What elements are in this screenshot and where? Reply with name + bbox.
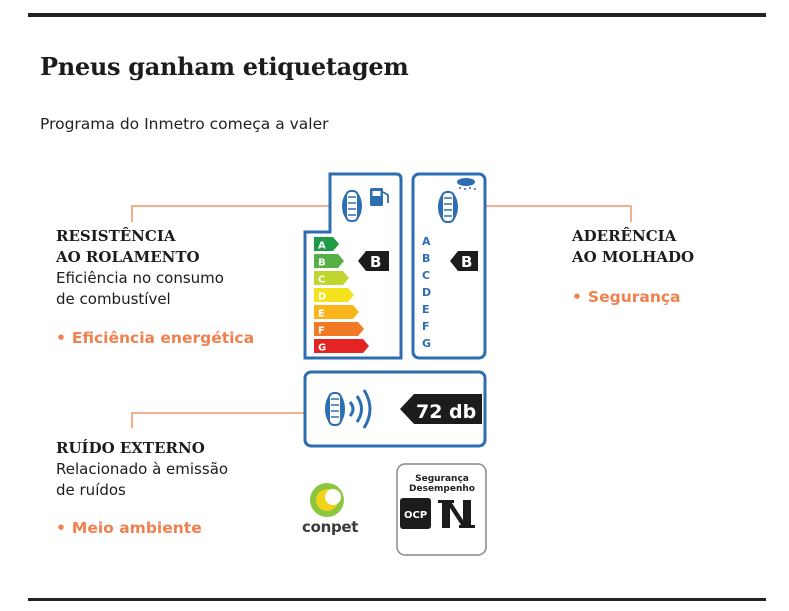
wet-grip-block: ADERÊNCIA AO MOLHADO bbox=[572, 226, 694, 268]
svg-text:A: A bbox=[318, 241, 326, 252]
wet-grade-f: F bbox=[422, 320, 430, 333]
svg-text:C: C bbox=[318, 275, 325, 286]
wet-rating-marker: B bbox=[450, 251, 478, 271]
inmetro-seal bbox=[396, 463, 487, 556]
wet-grade-letters: A B C D E F G bbox=[422, 235, 431, 350]
rolling-grade-b: B bbox=[314, 254, 344, 269]
conpet-wordmark: conpet bbox=[302, 518, 359, 536]
wet-heading-line-1: ADERÊNCIA bbox=[572, 227, 677, 245]
seal-line-2: Desempenho bbox=[409, 484, 475, 494]
connector-lines bbox=[131, 205, 632, 428]
wet-tire-icon bbox=[438, 191, 458, 223]
wet-grade-c: C bbox=[422, 269, 430, 282]
seal-caption: Segurança Desempenho bbox=[398, 474, 486, 494]
noise-block: RUÍDO EXTERNO Relacionado à emissão de r… bbox=[56, 438, 228, 501]
rolling-resistance-block: RESISTÊNCIA AO ROLAMENTO Eficiência no c… bbox=[56, 226, 224, 310]
noise-tire-icon bbox=[325, 392, 345, 426]
wet-tag-label: Segurança bbox=[587, 288, 681, 306]
wet-heading-line-2: AO MOLHADO bbox=[572, 248, 695, 266]
svg-text:G: G bbox=[318, 343, 326, 354]
inmetro-logo-icon bbox=[438, 500, 475, 528]
rolling-grade-e: E bbox=[314, 305, 359, 320]
rolling-heading-line-2: AO ROLAMENTO bbox=[56, 248, 200, 266]
rolling-grade-bars: A B C D E F G bbox=[314, 237, 369, 354]
wet-tag: •Segurança bbox=[572, 288, 681, 306]
seal-line-1: Segurança bbox=[415, 474, 469, 484]
wet-rating-text: B bbox=[461, 253, 472, 271]
wet-grade-d: D bbox=[422, 286, 431, 299]
noise-tag: •Meio ambiente bbox=[56, 519, 202, 537]
svg-text:F: F bbox=[318, 326, 325, 337]
connector-wet bbox=[473, 205, 632, 222]
wet-grade-e: E bbox=[422, 303, 430, 316]
rolling-rating-text: B bbox=[370, 253, 381, 271]
noise-value-text: 72 db bbox=[416, 401, 476, 423]
top-rule bbox=[28, 13, 766, 17]
svg-text:E: E bbox=[318, 309, 325, 320]
page-title: Pneus ganham etiquetagem bbox=[40, 52, 409, 81]
sound-waves-icon bbox=[348, 389, 372, 429]
conpet-logo bbox=[310, 483, 344, 517]
connector-rolling bbox=[131, 205, 340, 222]
ocp-text: OCP bbox=[404, 510, 427, 521]
wet-grade-g: G bbox=[422, 337, 431, 350]
page-subtitle: Programa do Inmetro começa a valer bbox=[40, 115, 329, 133]
svg-text:D: D bbox=[318, 292, 326, 303]
fuel-pump-icon bbox=[370, 188, 389, 206]
rolling-grade-d: D bbox=[314, 288, 354, 303]
noise-heading: RUÍDO EXTERNO bbox=[56, 439, 205, 457]
rolling-grade-a: A bbox=[314, 237, 339, 252]
rolling-grade-c: C bbox=[314, 271, 349, 286]
noise-panel bbox=[303, 370, 487, 448]
wet-panel bbox=[411, 172, 487, 360]
wet-grade-a: A bbox=[422, 235, 431, 248]
rolling-tag-label: Eficiência energética bbox=[71, 329, 255, 347]
rolling-grade-g: G bbox=[314, 339, 369, 354]
wet-grade-b: B bbox=[422, 252, 430, 265]
noise-tag-label: Meio ambiente bbox=[71, 519, 202, 537]
rolling-desc-line-2: de combustível bbox=[56, 290, 171, 308]
bottom-rule bbox=[28, 598, 766, 601]
noise-value-marker: 72 db bbox=[400, 394, 482, 424]
connector-noise bbox=[131, 412, 320, 428]
rolling-rating-marker: B bbox=[358, 251, 389, 271]
rolling-grade-f: F bbox=[314, 322, 364, 337]
rain-cloud-icon bbox=[457, 178, 476, 190]
rolling-desc-line-1: Eficiência no consumo bbox=[56, 269, 224, 287]
rolling-tag: •Eficiência energética bbox=[56, 329, 255, 347]
tire-icon bbox=[342, 190, 362, 222]
noise-desc-line-2: de ruídos bbox=[56, 481, 126, 499]
noise-desc-line-1: Relacionado à emissão bbox=[56, 460, 229, 478]
svg-text:B: B bbox=[318, 258, 326, 269]
rolling-heading-line-1: RESISTÊNCIA bbox=[56, 227, 176, 245]
ocp-box bbox=[400, 498, 431, 529]
